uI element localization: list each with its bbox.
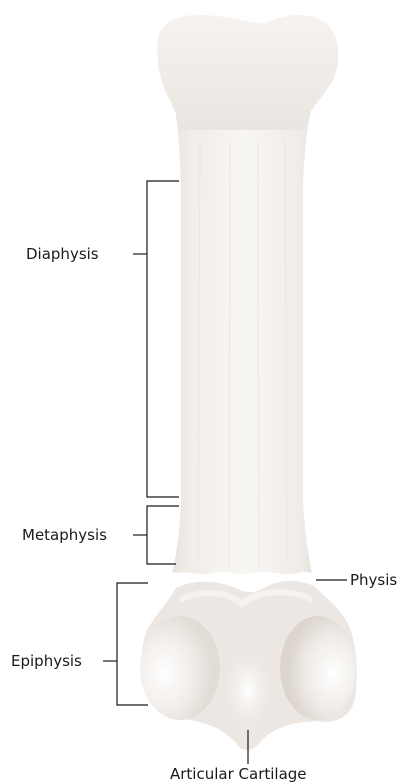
label-metaphysis: Metaphysis [22,526,107,544]
metaphysis-bracket [147,506,179,564]
label-articular-cartilage: Articular Cartilage [170,765,307,783]
diaphysis-bracket [147,181,179,497]
label-physis: Physis [350,571,397,589]
label-diaphysis: Diaphysis [26,245,99,263]
epiphysis-center [222,648,274,732]
physis-gap [170,574,316,577]
epiphysis-right-condyle [280,616,356,720]
label-epiphysis: Epiphysis [11,652,82,670]
bone-shaft [165,55,326,574]
epiphysis-left-condyle [140,616,220,720]
bone-top-head [157,15,338,130]
